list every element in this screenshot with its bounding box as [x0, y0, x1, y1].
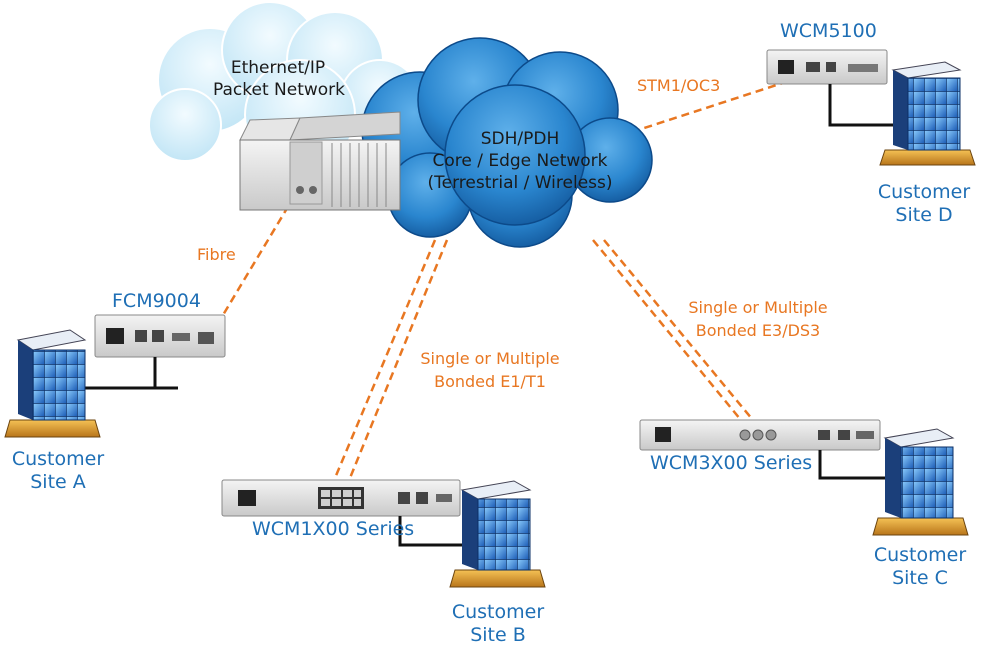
sdh-cloud-line2: Core / Edge Network	[432, 151, 608, 171]
e1t1-link-b	[348, 239, 449, 479]
e3ds3-link-b	[603, 239, 758, 426]
site-a-line2: Site A	[30, 471, 86, 493]
sdh-cloud-line1: SDH/PDH	[480, 129, 560, 149]
site-c-line2: Site C	[892, 567, 948, 589]
e3ds3-label: Single or Multiple Bonded E3/DS3	[668, 296, 848, 342]
site-d-label: Customer Site D	[866, 181, 982, 227]
e1t1-label-line2: Bonded E1/T1	[434, 372, 546, 391]
site-d-building	[879, 61, 976, 166]
site-a-label: Customer Site A	[0, 448, 116, 494]
ethernet-cloud-line2: Packet Network	[213, 80, 345, 100]
site-c-line1: Customer	[873, 544, 967, 566]
fcm9004-device	[94, 314, 226, 358]
wcm1x00-device	[221, 479, 461, 517]
site-b-line2: Site B	[470, 624, 526, 646]
wcm1x00-label: WCM1X00 Series	[252, 518, 415, 540]
e3ds3-label-line1: Single or Multiple	[688, 298, 828, 317]
site-a-building	[4, 329, 101, 438]
e1t1-label: Single or Multiple Bonded E1/T1	[400, 347, 580, 393]
fcm9004-label: FCM9004	[112, 290, 201, 312]
site-b-line1: Customer	[451, 601, 545, 623]
sdh-cloud-line3: (Terrestrial / Wireless)	[427, 173, 613, 193]
wcm3x00-device	[639, 419, 881, 451]
stm1-label: STM1/OC3	[637, 76, 721, 95]
e3ds3-label-line2: Bonded E3/DS3	[695, 321, 821, 340]
e1t1-label-line1: Single or Multiple	[420, 349, 560, 368]
site-b-label: Customer Site B	[440, 601, 556, 647]
site-c-label: Customer Site C	[862, 544, 978, 590]
sdh-cloud	[361, 37, 653, 248]
e1t1-link-a	[333, 239, 437, 479]
wcm3x00-label: WCM3X00 Series	[650, 452, 813, 474]
wcm5100-device	[766, 49, 888, 85]
stm1-link	[631, 78, 793, 134]
site-d-line2: Site D	[895, 204, 953, 226]
site-b-building	[449, 480, 546, 588]
site-d-line1: Customer	[877, 181, 971, 203]
central-chassis	[239, 111, 401, 211]
site-a-line1: Customer	[11, 448, 105, 470]
site-c-building	[872, 428, 969, 536]
wcm5100-label: WCM5100	[780, 20, 877, 42]
e3ds3-link-a	[592, 239, 746, 426]
ethernet-cloud-line1: Ethernet/IP	[230, 58, 326, 78]
sdh-cloud-label: SDH/PDH Core / Edge Network (Terrestrial…	[410, 128, 630, 194]
ethernet-cloud-label: Ethernet/IP Packet Network	[213, 57, 345, 101]
fibre-label: Fibre	[197, 245, 236, 264]
